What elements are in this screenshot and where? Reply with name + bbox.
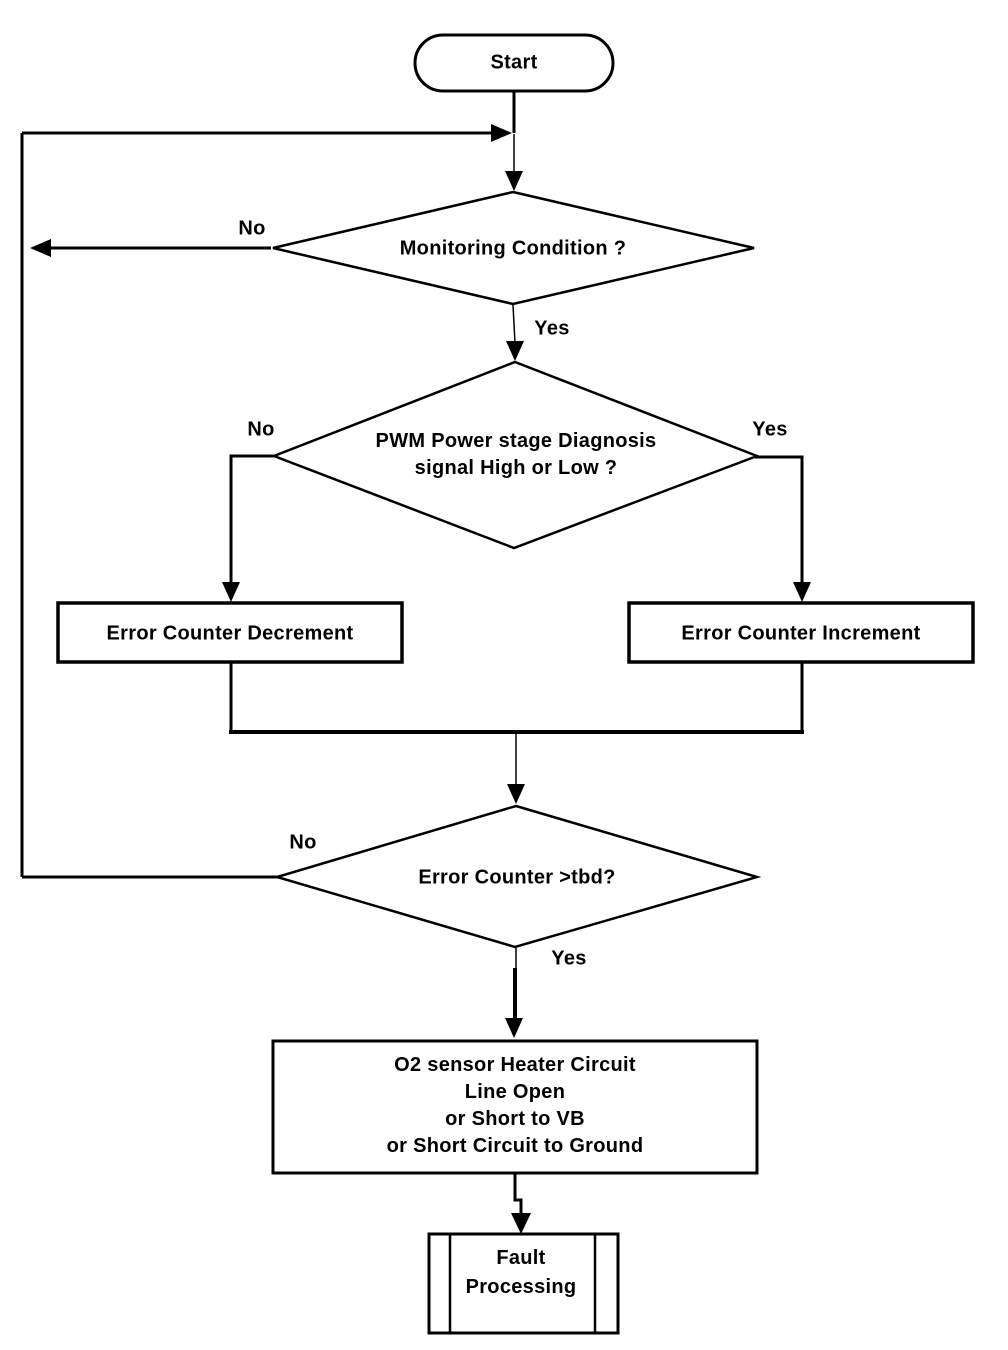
- increment-label: Error Counter Increment: [681, 622, 921, 645]
- counter-decision-diamond: [272, 804, 762, 949]
- arrowhead-monitoring-no: [30, 239, 51, 257]
- arrowhead-loop-into-junction: [491, 124, 512, 142]
- fault-description-line-2: Line Open: [464, 1081, 566, 1103]
- increment-process-box: [627, 601, 975, 664]
- pwm-decision-line-2: signal High or Low ?: [414, 457, 618, 479]
- decrement-process-box: [56, 601, 404, 664]
- arrowhead-into-decrement: [222, 582, 240, 602]
- monitoring-decision-label: Monitoring Condition ?: [399, 237, 627, 260]
- fault-processing-line-1: Fault: [496, 1247, 546, 1269]
- edge-pwm-no: [229, 454, 277, 583]
- fault-description-line-4: or Short Circuit to Ground: [386, 1135, 644, 1157]
- fault-processing-label: Fault Processing: [466, 1244, 577, 1302]
- edge-pwm-yes: [755, 455, 804, 583]
- arrowhead-into-fault-description: [505, 1018, 523, 1038]
- edge-monitoring-yes: [512, 304, 516, 344]
- start-terminator-shape: [413, 33, 615, 93]
- pwm-decision-line-1: PWM Power stage Diagnosis: [375, 430, 657, 452]
- fault-description-line-1: O2 sensor Heater Circuit: [394, 1054, 636, 1076]
- pwm-yes-label: Yes: [752, 418, 788, 441]
- start-label: Start: [490, 51, 538, 74]
- arrowhead-into-monitoring: [505, 171, 523, 191]
- monitoring-yes-label: Yes: [534, 317, 570, 340]
- monitoring-no-label: No: [238, 217, 266, 240]
- fault-description-line-3: or Short to VB: [445, 1108, 585, 1130]
- arrowhead-into-increment: [793, 582, 811, 602]
- pwm-decision-label: PWM Power stage Diagnosis signal High or…: [376, 428, 657, 482]
- monitoring-decision-diamond: [272, 190, 755, 306]
- arrowhead-into-counter: [507, 784, 525, 804]
- fault-description-label: O2 sensor Heater Circuit Line Open or Sh…: [387, 1052, 644, 1160]
- arrowhead-into-pwm: [506, 341, 524, 361]
- counter-decision-label: Error Counter >tbd?: [418, 866, 616, 889]
- counter-no-label: No: [289, 831, 317, 854]
- decrement-label: Error Counter Decrement: [106, 622, 354, 645]
- fault-description-box: [271, 1039, 759, 1175]
- counter-yes-label: Yes: [551, 947, 587, 970]
- pwm-no-label: No: [247, 418, 275, 441]
- edge-to-fault-processing: [513, 1174, 523, 1216]
- fault-processing-line-2: Processing: [465, 1276, 577, 1298]
- arrowhead-into-fault-processing: [511, 1213, 531, 1234]
- fault-processing-box: [427, 1232, 620, 1335]
- pwm-decision-diamond: [270, 360, 761, 550]
